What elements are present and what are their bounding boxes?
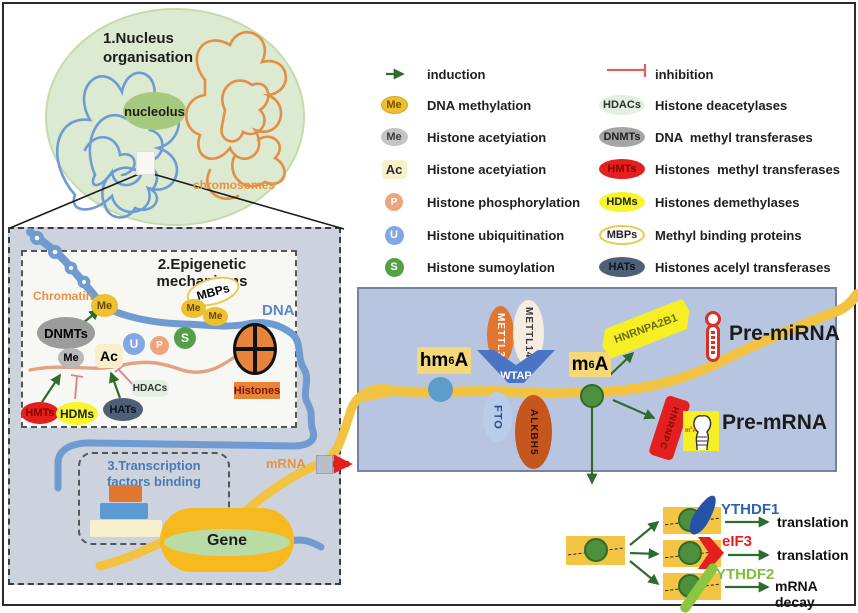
- legend-row-induction: induction: [370, 63, 486, 85]
- histones-label: Histones: [234, 382, 280, 399]
- m6a-machinery-panel: [357, 287, 837, 472]
- legend-row-hdms: HDMs Histones demethylases: [598, 191, 800, 213]
- outcome-translation-1: translation: [777, 514, 849, 530]
- gene-label: Gene: [206, 532, 247, 549]
- m6a-mark-circle: [678, 541, 702, 565]
- hdacs-badge: HDACs: [599, 95, 645, 115]
- zoom-highlight-rect: [136, 151, 155, 175]
- alkbh5-protein: ALKBH5: [515, 395, 552, 469]
- legend-label: Methyl binding proteins: [655, 227, 802, 243]
- ythdf1-label: YTHDF1: [721, 501, 780, 518]
- me-mark-2: Me: [203, 307, 228, 326]
- pre-mrna-label: Pre-mRNA: [722, 411, 828, 434]
- hmts-protein: HMTs: [21, 402, 59, 424]
- legend-row-phosphorylation: P Histone phosphorylation: [370, 191, 580, 213]
- legend-label: inhibition: [655, 66, 714, 82]
- nucleolus-label: nucleolus: [124, 103, 185, 119]
- me-mark-1: Me: [181, 299, 206, 318]
- legend-label: Histone sumoylation: [427, 259, 555, 275]
- legend-row-hats: HATs Histones acelyl transferases: [598, 256, 831, 278]
- dnmts-protein: DNMTs: [37, 317, 95, 349]
- legend-label: Histone acetyiation: [427, 161, 547, 177]
- pre-mirna-label: Pre-miRNA: [729, 322, 840, 345]
- legend-label: DNA methyl transferases: [655, 129, 813, 145]
- dnmts-badge: DNMTs: [599, 127, 645, 147]
- me-dna-methylation-badge: Me: [380, 96, 408, 114]
- ythdf2-label: YTHDF2: [716, 566, 775, 583]
- p-mark: P: [150, 336, 169, 355]
- legend-row-histone-acetylation: Ac Histone acetyiation: [370, 158, 546, 180]
- chromatin-label: Chromatin: [33, 289, 93, 303]
- chromosomes-label: chromosomes: [193, 178, 276, 192]
- p-badge: P: [385, 193, 403, 211]
- legend-row-ubiquitination: U Histone ubiquitination: [370, 224, 564, 246]
- legend-row-dnmts: DNMTs DNA methyl transferases: [598, 126, 813, 148]
- hm6a-mark-circle: [428, 377, 453, 402]
- legend-label: induction: [427, 66, 486, 82]
- transcription-factor-cream: [90, 520, 162, 537]
- u-mark: U: [123, 333, 145, 355]
- pre-mrna-m6a-mark: m6A: [685, 425, 697, 434]
- transcription-title: 3.Transcription factors binding: [107, 458, 201, 490]
- ac-badge: Ac: [381, 159, 407, 179]
- nucleus-title: 1.Nucleus organisation: [103, 30, 194, 66]
- u-badge: U: [384, 225, 404, 245]
- legend-row-hmts: HMTs Histones methyl transferases: [598, 158, 840, 180]
- s-mark: S: [174, 327, 196, 349]
- legend-label: Histones demethylases: [655, 194, 800, 210]
- fto-protein: FTO: [483, 392, 512, 442]
- hats-badge: HATs: [599, 257, 645, 277]
- me-gray-badge: Me: [380, 128, 408, 146]
- me-gray-mark: Me: [58, 348, 84, 368]
- hdms-protein: HDMs: [56, 402, 98, 425]
- hats-protein: HATs: [103, 398, 143, 421]
- hdms-badge: HDMs: [599, 192, 645, 212]
- pre-mirna-hairpin-icon: [701, 311, 725, 363]
- gene-body: Gene: [160, 508, 294, 572]
- legend-row-hdacs: HDACs Histone deacetylases: [598, 94, 787, 116]
- histone-octamer-icon: [233, 323, 277, 375]
- hmts-badge: HMTs: [599, 159, 645, 179]
- me-mark-on-dna: Me: [91, 294, 118, 317]
- legend-label: Histone ubiquitination: [427, 227, 565, 243]
- legend-row-sumoylation: S Histone sumoylation: [370, 256, 555, 278]
- m6a-text: m: [571, 353, 589, 375]
- dna-label: DNA: [262, 302, 295, 319]
- mrna-label: mRNA: [266, 456, 306, 471]
- legend-row-inhibition: inhibition: [598, 63, 713, 85]
- legend-row-mbps: MBPs Methyl binding proteins: [598, 224, 802, 246]
- transcription-factor-orange: [109, 485, 142, 502]
- transcription-factor-blue: [100, 503, 148, 519]
- legend-label: Histones methyl transferases: [655, 161, 840, 177]
- pre-mrna-icon: m6A: [683, 411, 719, 451]
- s-badge: S: [384, 257, 404, 277]
- mbps-badge: MBPs: [599, 225, 645, 245]
- eif3-label: eIF3: [722, 533, 753, 550]
- legend-label: Histones acelyl transferases: [655, 259, 831, 275]
- outcome-translation-2: translation: [777, 547, 849, 563]
- outcome-mrna-decay: mRNA decay: [775, 578, 818, 610]
- legend-label: DNA methylation: [427, 97, 532, 113]
- m6a-mark-circle: [584, 538, 608, 562]
- mrna-pause-block: [316, 455, 333, 474]
- m6a-mark-circle: [580, 384, 604, 408]
- legend-label: Histone deacetylases: [655, 97, 788, 113]
- hdacs-protein: HDACs: [131, 380, 169, 397]
- nucleolus: nucleolus: [123, 92, 186, 130]
- legend-label: Histone phosphorylation: [427, 194, 581, 210]
- legend-label: Histone acetyiation: [427, 129, 547, 145]
- legend-row-histone-methylation: Me Histone acetyiation: [370, 126, 546, 148]
- hm6a-text: hm: [419, 349, 449, 371]
- legend-row-dna-methylation: Me DNA methylation: [370, 94, 531, 116]
- ac-mark: Ac: [95, 344, 123, 368]
